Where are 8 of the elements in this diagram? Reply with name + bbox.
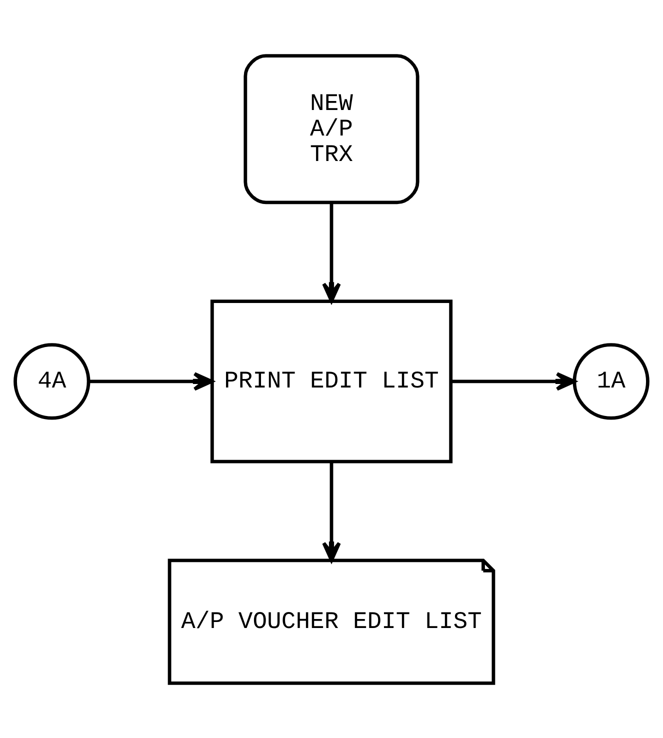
- node-circle: 4A: [14, 342, 90, 420]
- arrow: [322, 462, 341, 562]
- arrow: [322, 202, 341, 302]
- arrow: [451, 372, 576, 390]
- node-circle: 1A: [572, 342, 650, 420]
- arrow: [89, 372, 214, 390]
- node-box: NEW A/P TRX: [244, 54, 420, 204]
- node-box: PRINT EDIT LIST: [210, 299, 453, 463]
